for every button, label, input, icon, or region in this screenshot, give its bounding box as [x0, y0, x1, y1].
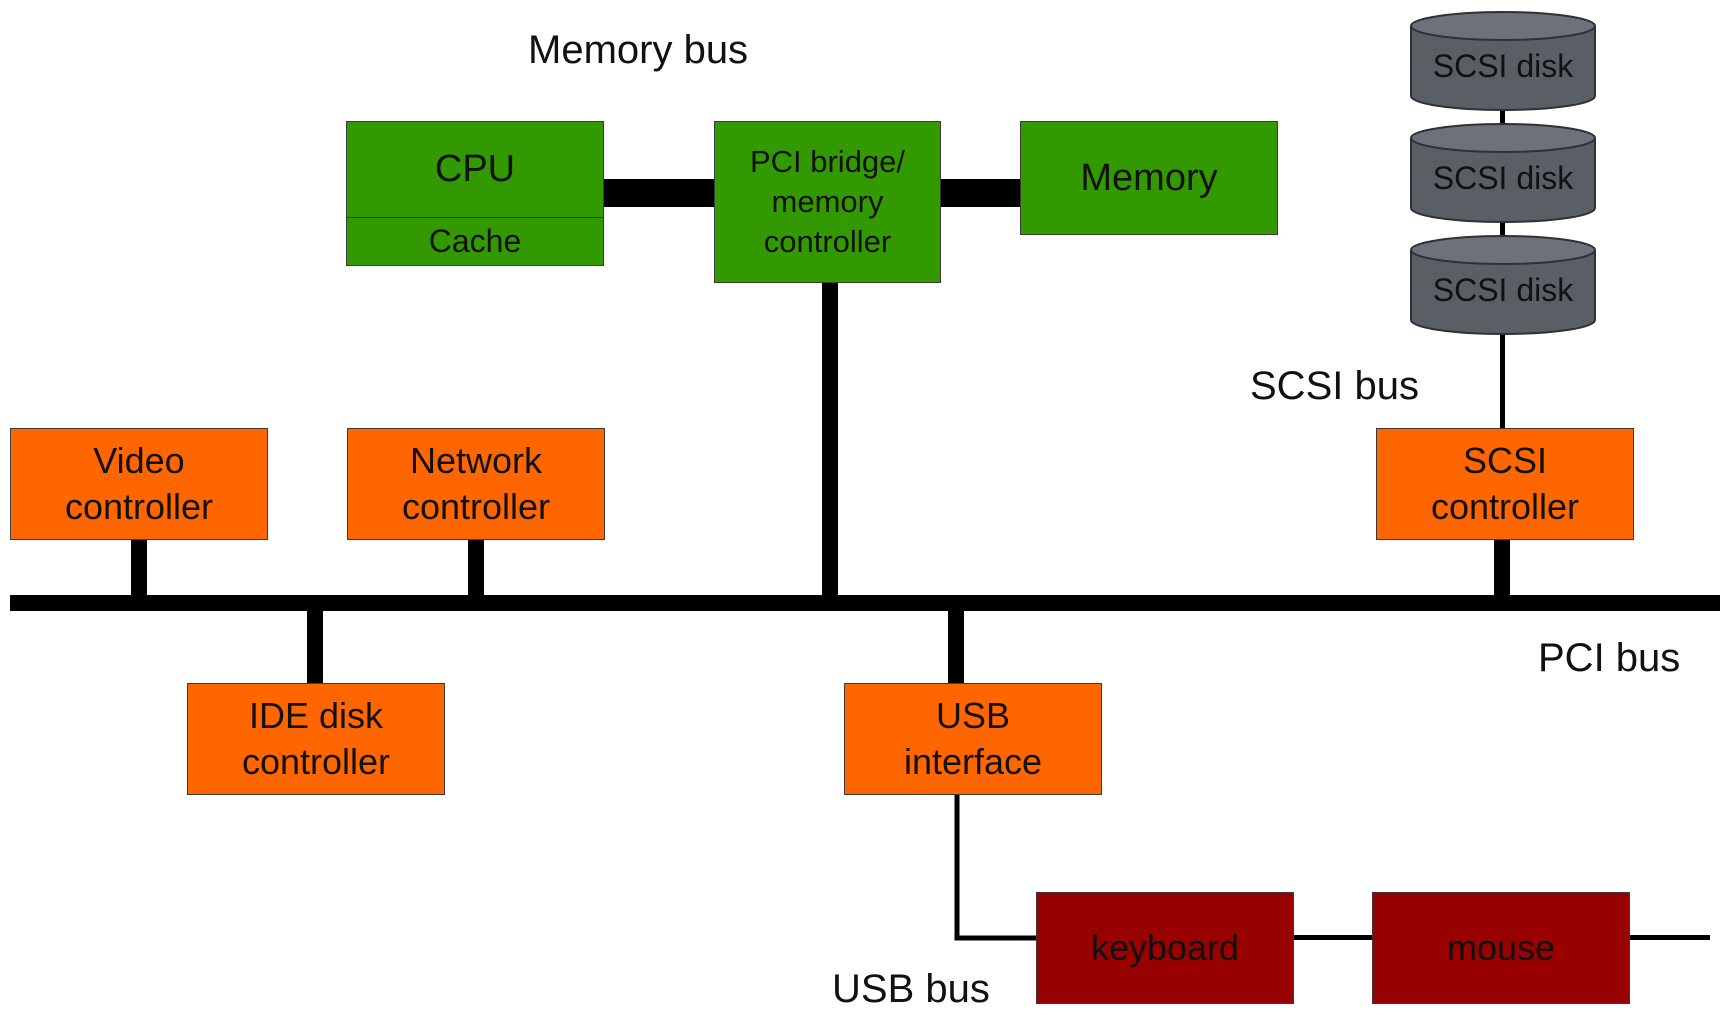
- pci-bridge-line1: PCI bridge/: [749, 143, 906, 179]
- usb-drop-line: [948, 605, 964, 683]
- usb-mouse-tail-link: [1628, 935, 1710, 940]
- video-controller-line2: controller: [64, 486, 214, 527]
- usb-bus-line: [954, 795, 1036, 941]
- mouse-label: mouse: [1446, 926, 1556, 968]
- network-controller-box: Network controller: [347, 428, 605, 540]
- usb-interface-box: USB interface: [844, 683, 1102, 795]
- network-controller-line2: controller: [401, 486, 551, 527]
- memory-bus-line-left: [603, 179, 715, 207]
- pci-bus-line: [10, 595, 1720, 611]
- scsi-disk-3: SCSI disk: [1409, 234, 1597, 336]
- ide-controller-line2: controller: [241, 741, 391, 782]
- memory-label: Memory: [1080, 156, 1218, 199]
- cpu-box: CPU Cache: [346, 121, 604, 266]
- mouse-box: mouse: [1372, 892, 1630, 1004]
- usb-interface-line2: interface: [903, 741, 1043, 782]
- network-drop-line: [468, 540, 484, 600]
- scsi-bus-line: [1500, 330, 1505, 428]
- usb-interface-line1: USB: [935, 694, 1011, 736]
- pci-bridge-line3: controller: [763, 224, 892, 260]
- pci-bridge-line2: memory: [771, 183, 884, 219]
- scsi-controller-line2: controller: [1430, 486, 1580, 527]
- scsi-disk-link-2: [1500, 214, 1505, 244]
- cache-label: Cache: [428, 222, 522, 259]
- pci-bridge-memory-controller: PCI bridge/ memory controller: [714, 121, 941, 283]
- scsi-disk-1-label: SCSI disk: [1432, 48, 1574, 84]
- scsi-disk-1: SCSI disk: [1409, 10, 1597, 112]
- usb-keyboard-mouse-link: [1292, 935, 1372, 940]
- video-drop-line: [131, 540, 147, 600]
- keyboard-label: keyboard: [1090, 926, 1240, 968]
- video-controller-box: Video controller: [10, 428, 268, 540]
- scsi-controller-drop-line: [1494, 540, 1510, 600]
- keyboard-box: keyboard: [1036, 892, 1294, 1004]
- pci-bus-label: PCI bus: [1538, 636, 1681, 680]
- scsi-disk-link-1: [1500, 102, 1505, 130]
- scsi-disk-3-label: SCSI disk: [1432, 272, 1574, 308]
- ide-disk-controller-box: IDE disk controller: [187, 683, 445, 795]
- usb-bus-label: USB bus: [832, 967, 990, 1011]
- network-controller-line1: Network: [409, 439, 543, 481]
- memory-bus-line-right: [940, 179, 1024, 207]
- ide-controller-line1: IDE disk: [248, 694, 384, 736]
- ide-drop-line: [307, 605, 323, 683]
- memory-bus-label: Memory bus: [528, 28, 749, 72]
- cpu-label: CPU: [347, 122, 603, 218]
- scsi-disk-2: SCSI disk: [1409, 122, 1597, 224]
- bridge-to-pci-line: [822, 283, 838, 603]
- scsi-bus-label: SCSI bus: [1250, 364, 1419, 408]
- scsi-disk-2-label: SCSI disk: [1432, 160, 1574, 196]
- video-controller-line1: Video: [93, 439, 185, 481]
- scsi-controller-box: SCSI controller: [1376, 428, 1634, 540]
- memory-box: Memory: [1020, 121, 1278, 235]
- scsi-controller-line1: SCSI: [1462, 439, 1548, 481]
